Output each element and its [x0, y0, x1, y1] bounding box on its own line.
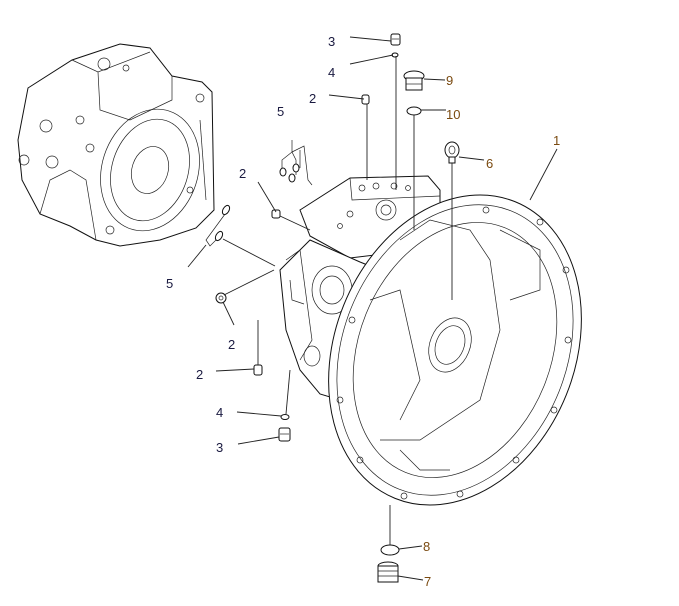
part-2-left-nut	[215, 292, 227, 304]
callout-8: 8	[423, 539, 431, 554]
callout-3-top: 3	[328, 34, 336, 49]
part-7-plug	[377, 561, 399, 583]
part-4-bottom-oring	[280, 414, 290, 420]
callout-7: 7	[424, 574, 432, 589]
part-8-oring	[380, 544, 400, 556]
leader-lines	[187, 36, 558, 581]
callout-3-bottom: 3	[216, 440, 224, 455]
callout-4-bottom: 4	[216, 405, 224, 420]
callout-5-top: 5	[277, 104, 285, 119]
callout-6: 6	[486, 156, 494, 171]
callout-4-top: 4	[328, 65, 336, 80]
part-5-tube-left	[205, 204, 231, 247]
callout-2-top: 2	[309, 91, 317, 106]
part-2-mid-plug	[271, 209, 281, 219]
callout-10: 10	[446, 107, 461, 122]
pump-overview-drawing	[17, 43, 215, 247]
callout-1: 1	[553, 133, 561, 148]
part-5-tube-upper	[279, 140, 313, 186]
part-3-bottom-plug	[278, 427, 291, 442]
part-2-top-plug	[361, 94, 370, 105]
callout-2-bottom: 2	[196, 367, 204, 382]
part-6-eye-bolt	[444, 141, 460, 164]
part-10-oring	[406, 106, 422, 116]
main-pump-drawing	[279, 175, 582, 506]
callout-9: 9	[446, 73, 454, 88]
callout-5-left: 5	[166, 276, 174, 291]
callout-2-mid: 2	[239, 166, 247, 181]
part-3-top-plug	[390, 33, 401, 46]
part-9-plug	[403, 70, 425, 91]
callout-2-left: 2	[228, 337, 236, 352]
part-2-bottom-plug	[253, 364, 263, 376]
